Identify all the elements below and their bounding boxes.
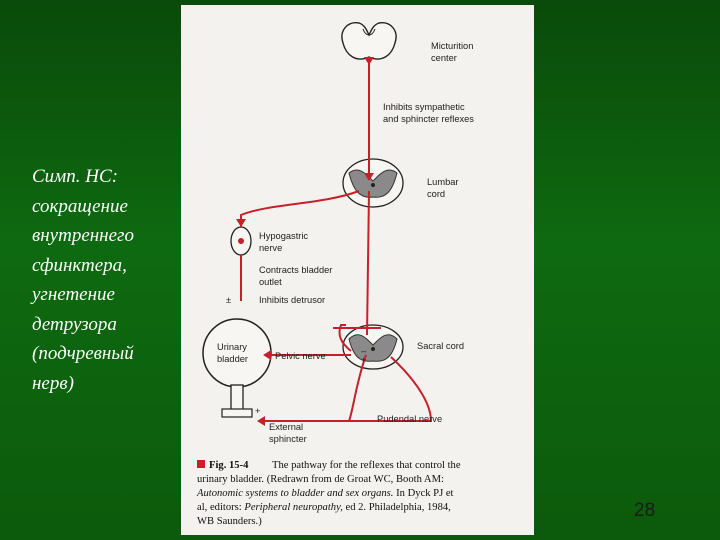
label-micturition-1: Micturition <box>431 41 473 51</box>
label-micturition-2: center <box>431 53 457 63</box>
caption-line-2: urinary bladder. (Redrawn from de Groat … <box>197 474 444 485</box>
micturition-center-shape <box>341 22 397 60</box>
nerve-pathways <box>240 57 433 422</box>
caption-line-3: Autonomic systems to bladder and sex org… <box>196 488 454 499</box>
caption-marker <box>197 460 205 468</box>
label-pelvic: Pelvic nerve <box>275 351 326 361</box>
slide-text-block: Симп. НС: сокращение внутреннего сфинкте… <box>32 162 182 398</box>
caption-line-4-italic: Peripheral neuropathy, <box>243 502 342 513</box>
label-sacral-plus: + <box>361 355 366 365</box>
label-sacral-minus: – <box>361 346 367 356</box>
sacral-cord-section <box>342 324 404 370</box>
slide-text-line: внутреннего <box>32 225 134 246</box>
slide-text-line: Симп. НС: <box>32 166 119 187</box>
label-urinary-1: Urinary <box>217 342 247 352</box>
label-sphincter-plus: + <box>255 406 260 416</box>
label-inhibits-detrusor: Inhibits detrusor <box>259 295 325 305</box>
urinary-bladder-shape <box>202 318 272 418</box>
micturition-inner-line <box>362 28 376 36</box>
nerve-arrowheads <box>236 57 374 426</box>
label-plus-minus: ± <box>226 295 231 305</box>
caption-line-3-rest: In Dyck PJ et <box>393 488 453 499</box>
hypogastric-ganglion <box>230 226 252 256</box>
caption-line-4-rest: ed 2. Philadelphia, 1984, <box>343 502 451 513</box>
page-number: 28 <box>634 500 656 521</box>
label-lumbar-2: cord <box>427 189 445 199</box>
label-sacral: Sacral cord <box>417 341 464 351</box>
slide-text-line: детрузора <box>32 313 117 335</box>
label-hypogastric-2: nerve <box>259 243 282 253</box>
slide-text-line: угнетение <box>32 284 115 305</box>
label-external-1: External <box>269 422 303 432</box>
label-urinary-2: bladder <box>217 354 248 364</box>
label-inhibits-sympathetic-2: and sphincter reflexes <box>383 114 474 124</box>
caption-line-4-start: al, editors: <box>197 502 244 513</box>
caption-line-3-italic: Autonomic systems to bladder and sex org… <box>196 488 393 499</box>
slide-text-line: (подчревный <box>32 343 134 364</box>
label-contracts-2: outlet <box>259 277 282 287</box>
label-external-2: sphincter <box>269 434 307 444</box>
lumbar-cord-section <box>342 158 404 208</box>
label-pudendal: Pudendal nerve <box>377 414 442 424</box>
caption-line-4: al, editors: Peripheral neuropathy, ed 2… <box>197 502 451 513</box>
label-inhibits-sympathetic-1: Inhibits sympathetic <box>383 102 465 112</box>
caption-line-1: The pathway for the reflexes that contro… <box>272 460 461 471</box>
caption-line-5: WB Saunders.) <box>197 516 262 527</box>
caption-fig-label: Fig. 15-4 <box>209 460 249 471</box>
label-lumbar-1: Lumbar <box>427 177 459 187</box>
label-contracts-1: Contracts bladder <box>259 265 332 275</box>
label-hypogastric-1: Hypogastric <box>259 231 308 241</box>
slide-text-line: сфинктера, <box>32 254 127 276</box>
figure-panel: Micturition center Inhibits sympathetic … <box>181 5 534 535</box>
reflex-pathway-diagram: Micturition center Inhibits sympathetic … <box>196 22 474 527</box>
slide-text-line: сокращение <box>32 195 128 217</box>
slide-text-line: нерв) <box>32 372 74 394</box>
